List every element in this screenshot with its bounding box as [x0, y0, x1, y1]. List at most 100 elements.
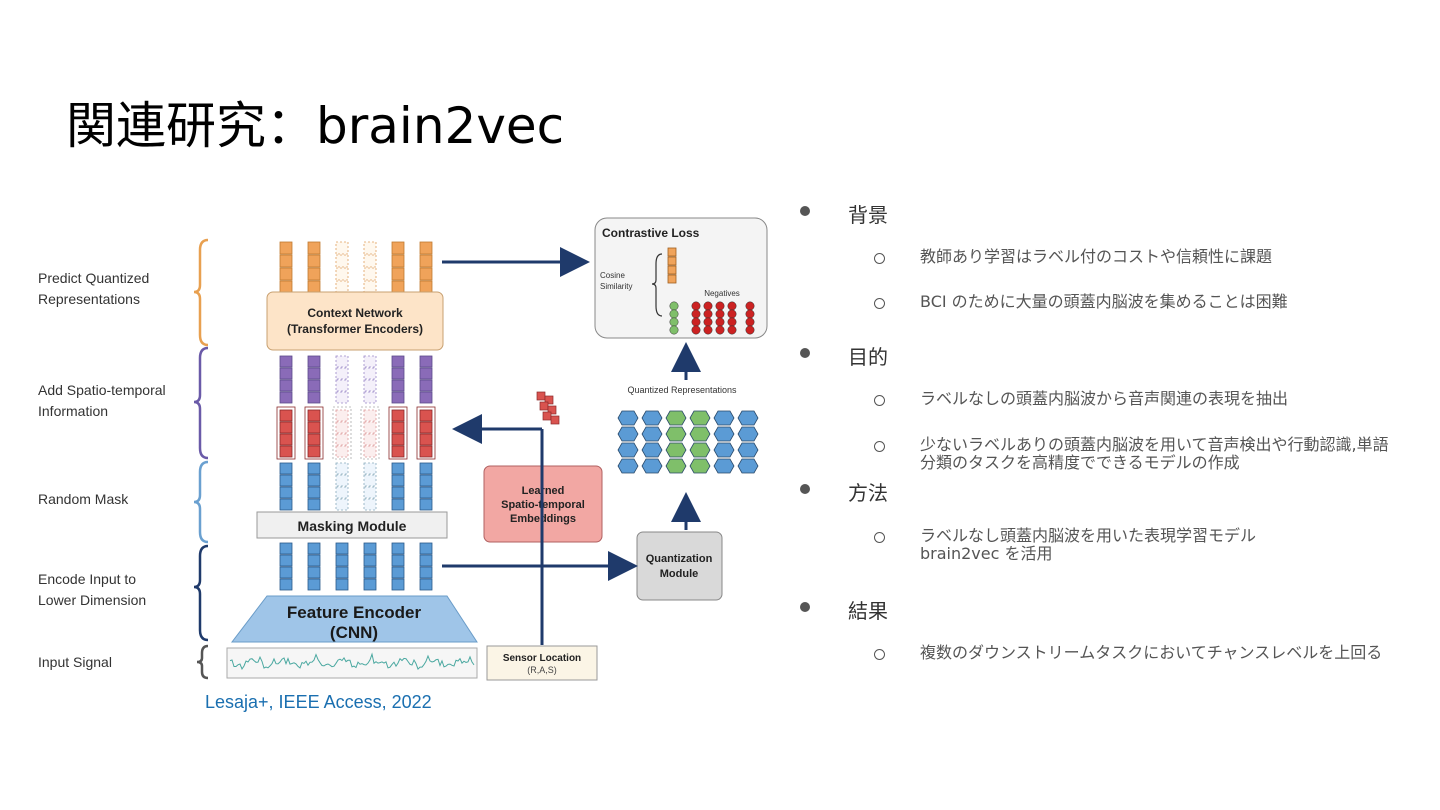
purple-cell	[363, 367, 377, 380]
cosine-label-2: Similarity	[600, 282, 632, 291]
red-block-outline	[276, 406, 296, 460]
quantized-repr-label: Quantized Representations	[627, 385, 737, 395]
blue-cell	[363, 498, 377, 511]
quantized-hex	[737, 458, 759, 474]
feature-encoder-trapezoid	[230, 595, 478, 643]
blue-cell	[307, 474, 321, 487]
orange-cell	[391, 241, 405, 255]
loss-orange-cell	[667, 256, 677, 266]
negative-dot	[727, 325, 737, 335]
quantized-hex	[641, 442, 663, 458]
blue-cell	[363, 486, 377, 499]
quantization-module-box	[636, 531, 723, 601]
blue-cell	[363, 554, 377, 567]
blue-cell	[279, 474, 293, 487]
quantized-hex	[737, 410, 759, 426]
label-spatio-1: Add Spatio-temporal	[38, 382, 166, 398]
positive-dot	[669, 301, 679, 311]
sub-bullet-text: ラベルなし頭蓋内脳波を用いた表現学習モデル brain2vec を活用	[920, 526, 1257, 563]
quantized-hex	[665, 426, 687, 442]
blue-cell	[391, 566, 405, 579]
blue-cell	[419, 578, 433, 591]
blue-cell	[335, 566, 349, 579]
negative-dot	[691, 317, 701, 327]
red-cell	[391, 433, 405, 446]
red-cell	[335, 433, 349, 446]
quantized-representations-grid	[617, 410, 759, 474]
red-block-outline	[416, 406, 436, 460]
quantized-hex	[689, 442, 711, 458]
blue-cell	[419, 542, 433, 555]
sub-bullet-ring-icon	[874, 532, 885, 543]
embedding-cube	[536, 391, 560, 425]
bullet-label: 背景	[848, 203, 888, 227]
orange-cell	[363, 267, 377, 281]
purple-cell	[391, 355, 405, 368]
blue-cell	[419, 474, 433, 487]
red-cell	[363, 445, 377, 458]
blue-cell	[279, 542, 293, 555]
context-network-box	[266, 291, 444, 351]
orange-cell	[363, 241, 377, 255]
blue-cell	[363, 542, 377, 555]
negative-dot	[727, 317, 737, 327]
purple-cell	[419, 391, 433, 404]
purple-cell	[307, 379, 321, 392]
quantization-module-1: Quantization	[646, 553, 713, 565]
red-cell	[335, 409, 349, 422]
contrastive-loss-box	[594, 217, 768, 339]
label-predict-1: Predict Quantized	[38, 270, 149, 286]
sub-bullet-ring-icon	[874, 298, 885, 309]
orange-cell	[335, 254, 349, 268]
blue-cell	[391, 542, 405, 555]
orange-cell	[419, 241, 433, 255]
sub-bullet-text: BCI のために大量の頭蓋内脳波を集めることは困難	[920, 292, 1288, 311]
quantized-hex	[689, 426, 711, 442]
red-cell	[279, 445, 293, 458]
negative-dot	[715, 317, 725, 327]
loss-orange-cell	[667, 265, 677, 275]
brain2vec-architecture-figure: Predict Quantized Representations Add Sp…	[22, 210, 777, 685]
orange-cell	[307, 280, 321, 294]
orange-cell	[279, 280, 293, 294]
label-random-mask: Random Mask	[38, 491, 129, 507]
left-labels: Predict Quantized Representations Add Sp…	[38, 270, 166, 670]
bullet-label: 方法	[848, 481, 888, 505]
quantized-hex	[617, 442, 639, 458]
bullet-dot-icon	[800, 206, 810, 216]
orange-cell	[363, 280, 377, 294]
red-cell	[419, 421, 433, 434]
context-network-title: Context Network	[307, 306, 403, 320]
purple-cell	[419, 355, 433, 368]
blue-cell	[419, 498, 433, 511]
purple-cell	[307, 355, 321, 368]
sensor-location-title: Sensor Location	[503, 653, 581, 664]
negative-dot	[715, 309, 725, 319]
bullet-dot-icon	[800, 602, 810, 612]
quantized-hex	[737, 426, 759, 442]
orange-cell	[307, 241, 321, 255]
label-input-signal: Input Signal	[38, 654, 112, 670]
blue-cell	[419, 566, 433, 579]
loss-orange-cell	[667, 274, 677, 284]
label-encode-2: Lower Dimension	[38, 592, 146, 608]
sub-bullet-ring-icon	[874, 395, 885, 406]
purple-cell	[335, 367, 349, 380]
quantized-hex	[617, 458, 639, 474]
quantized-hex	[617, 426, 639, 442]
purple-cell	[335, 391, 349, 404]
orange-cell	[391, 280, 405, 294]
orange-cell	[419, 280, 433, 294]
quantized-hex	[665, 442, 687, 458]
sub-bullet-ring-icon	[874, 441, 885, 452]
purple-cell	[279, 367, 293, 380]
blue-cell	[279, 578, 293, 591]
negative-dot	[745, 309, 755, 319]
orange-cell	[307, 267, 321, 281]
label-predict-2: Representations	[38, 291, 140, 307]
blue-cell	[307, 462, 321, 475]
sub-bullet-ring-icon	[874, 649, 885, 660]
orange-cell	[279, 267, 293, 281]
purple-cell	[391, 391, 405, 404]
blue-cell	[363, 578, 377, 591]
